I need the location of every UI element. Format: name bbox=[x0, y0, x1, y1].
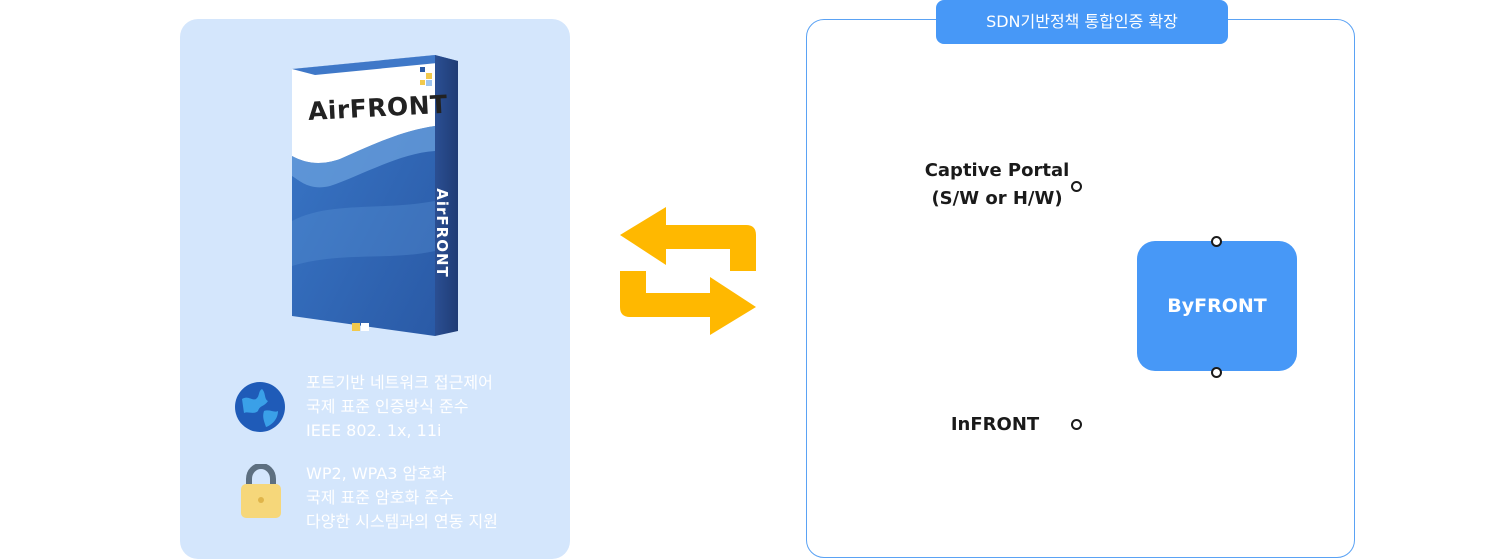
product-box-image bbox=[292, 55, 458, 336]
byfront-node: ByFRONT bbox=[1137, 241, 1297, 371]
byfront-top-connector bbox=[1211, 236, 1222, 247]
byfront-label: ByFRONT bbox=[1167, 295, 1267, 317]
feature-port-auth-text: 포트기반 네트워크 접근제어 국제 표준 인증방식 준수 IEEE 802. 1… bbox=[306, 371, 493, 443]
feature-line: IEEE 802. 1x, 11i bbox=[306, 421, 442, 440]
padlock-icon bbox=[241, 464, 281, 518]
feature-encryption-text: WP2, WPA3 암호화 국제 표준 암호화 준수 다양한 시스템과의 연동 … bbox=[306, 462, 498, 534]
airfront-panel: AirFRONT AirFRONT 포트기반 네트워크 접근제어 국제 표준 인… bbox=[180, 19, 570, 559]
captive-portal-line: (S/W or H/W) bbox=[931, 188, 1063, 209]
feature-line: 국제 표준 암호화 준수 bbox=[306, 488, 454, 507]
feature-line: WP2, WPA3 암호화 bbox=[306, 464, 447, 483]
feature-line: 다양한 시스템과의 연동 지원 bbox=[306, 512, 498, 531]
feature-line: 국제 표준 인증방식 준수 bbox=[306, 397, 469, 416]
byfront-bottom-connector bbox=[1211, 367, 1222, 378]
infront-label: InFRONT bbox=[950, 414, 1040, 435]
captive-portal-connector bbox=[1071, 181, 1082, 192]
captive-portal-line: Captive Portal bbox=[924, 160, 1070, 181]
panel-tab-title: SDN기반정책 통합인증 확장 bbox=[936, 0, 1228, 44]
globe-icon bbox=[235, 382, 285, 432]
feature-line: 포트기반 네트워크 접근제어 bbox=[306, 373, 493, 392]
product-box-spine: AirFRONT bbox=[433, 188, 451, 278]
infront-connector bbox=[1071, 419, 1082, 430]
exchange-arrows-icon bbox=[620, 207, 756, 335]
captive-portal-label: Captive Portal (S/W or H/W) bbox=[922, 157, 1072, 213]
